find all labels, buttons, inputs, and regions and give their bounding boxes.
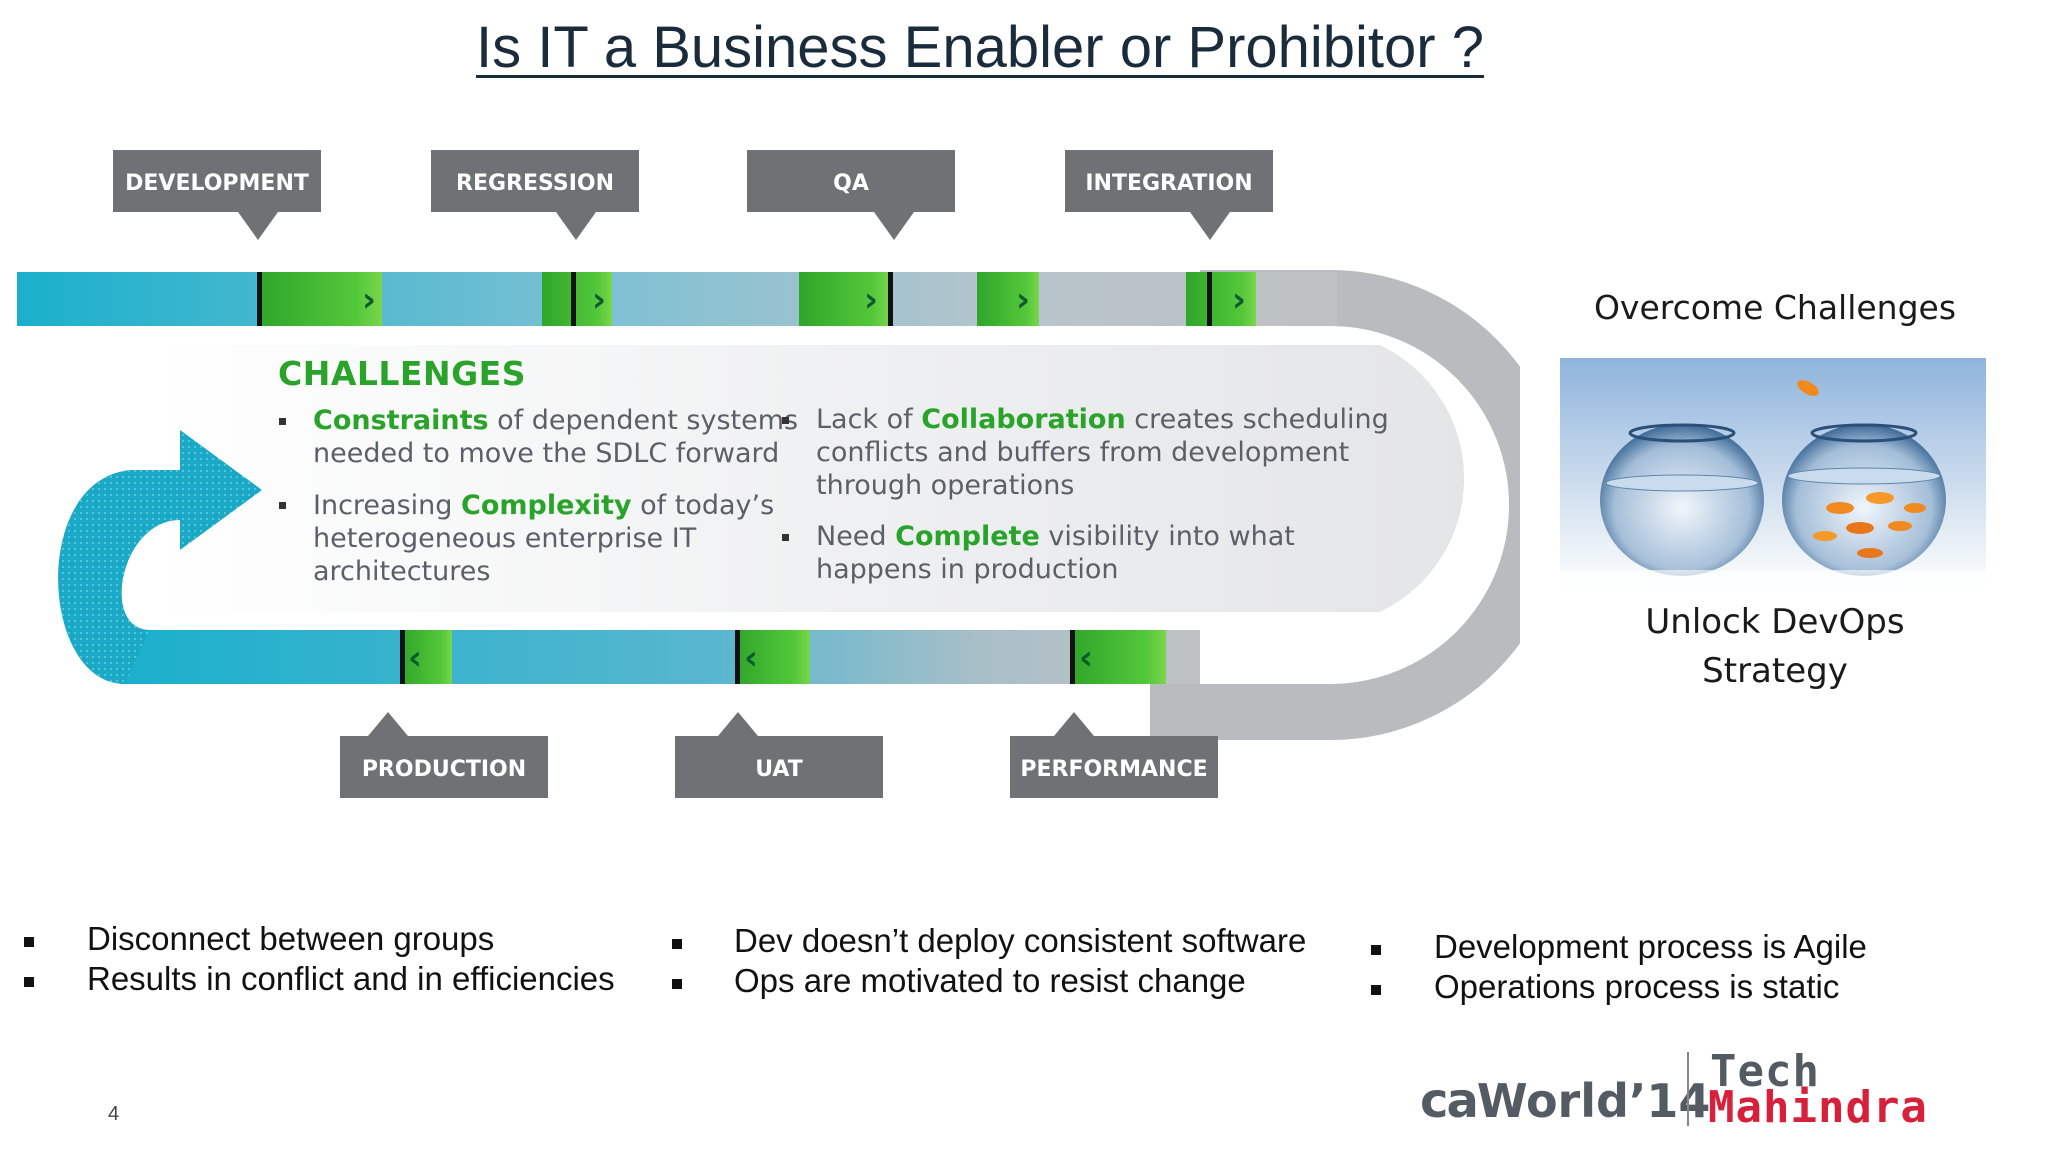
bottom-bullet-text: Ops are motivated to resist change: [734, 962, 1246, 999]
svg-text:‹: ‹: [408, 638, 422, 678]
ca-world-logo: caWorld’14: [1420, 1073, 1711, 1129]
stage-tag-development: DEVELOPMENT: [113, 150, 321, 240]
svg-text:›: ›: [362, 280, 376, 320]
svg-text:›: ›: [592, 280, 606, 320]
pipeline-loop: [1150, 270, 1520, 740]
bottom-bullet-text: Results in conflict and in efficiencies: [87, 960, 615, 997]
bullet-icon: [672, 939, 682, 949]
svg-text:›: ›: [1016, 280, 1030, 320]
overcome-challenges-heading: Overcome Challenges: [1593, 288, 1957, 327]
stage-tag-integration: INTEGRATION: [1065, 150, 1273, 240]
challenge-complexity: Increasing Complexity of today’s heterog…: [313, 490, 775, 587]
bottom-bullet-text: Development process is Agile: [1434, 928, 1867, 965]
bottom-bullet-text: Operations process is static: [1434, 968, 1840, 1005]
top-segments: › › › › ›: [257, 272, 1256, 326]
bullet-icon: [782, 534, 789, 541]
logo-divider: [1687, 1052, 1689, 1126]
fishbowl-image: [1560, 358, 1986, 592]
stage-tag-regression: REGRESSION: [431, 150, 639, 240]
stage-tag-qa: QA: [747, 150, 955, 240]
bullet-icon: [1371, 945, 1381, 955]
tech-mahindra-logo-tech: Tech: [1710, 1046, 1820, 1097]
jumping-fish: [1797, 380, 1819, 396]
bottom-pipe: [120, 630, 1200, 684]
challenges-panel: [150, 345, 1465, 612]
page-title: Is IT a Business Enabler or Prohibitor ?: [476, 15, 1484, 80]
bullet-icon: [782, 417, 789, 424]
top-pipe: [17, 272, 1337, 326]
return-arrow: [58, 430, 263, 684]
tech-mahindra-logo-mahindra: Mahindra: [1708, 1082, 1928, 1133]
bullet-icon: [1371, 985, 1381, 995]
full-bowl: [1782, 423, 1946, 576]
challenge-visibility: Need Complete visibility into what happe…: [816, 521, 1295, 585]
bottom-segments: ‹ ‹ ‹: [400, 630, 1166, 684]
challenge-collaboration: Lack of Collaboration creates scheduling…: [816, 404, 1389, 501]
bullet-icon: [279, 418, 286, 425]
bullet-icon: [279, 502, 286, 509]
svg-text:‹: ‹: [744, 638, 758, 678]
svg-text:›: ›: [1232, 280, 1246, 320]
sdlc-pipeline-diagram: › › › › › ‹ ‹ ‹ DEVELOPMENT REGRESSION: [17, 150, 1520, 798]
empty-bowl: [1600, 423, 1764, 576]
bullet-icon: [24, 977, 34, 987]
challenges-heading: CHALLENGES: [278, 354, 526, 393]
svg-text:PRODUCTION: PRODUCTION: [362, 757, 526, 782]
stage-tag-production: PRODUCTION: [340, 712, 548, 798]
svg-text:DEVELOPMENT: DEVELOPMENT: [125, 171, 309, 196]
bottom-bullet-text: Dev doesn’t deploy consistent software: [734, 922, 1307, 959]
stage-tag-uat: UAT: [675, 712, 883, 798]
bullet-icon: [672, 979, 682, 989]
svg-text:‹: ‹: [1079, 638, 1093, 678]
challenge-constraints: Constraints of dependent systems needed …: [313, 405, 799, 469]
svg-text:PERFORMANCE: PERFORMANCE: [1020, 757, 1207, 782]
bottom-bullet-text: Disconnect between groups: [87, 920, 495, 957]
svg-text:›: ›: [864, 280, 878, 320]
bullet-icon: [24, 937, 34, 947]
page-number: 4: [108, 1103, 120, 1125]
svg-text:QA: QA: [833, 171, 869, 196]
stage-tag-performance: PERFORMANCE: [1010, 712, 1218, 798]
svg-text:UAT: UAT: [755, 757, 803, 782]
svg-text:INTEGRATION: INTEGRATION: [1085, 171, 1252, 196]
svg-text:REGRESSION: REGRESSION: [456, 171, 614, 196]
